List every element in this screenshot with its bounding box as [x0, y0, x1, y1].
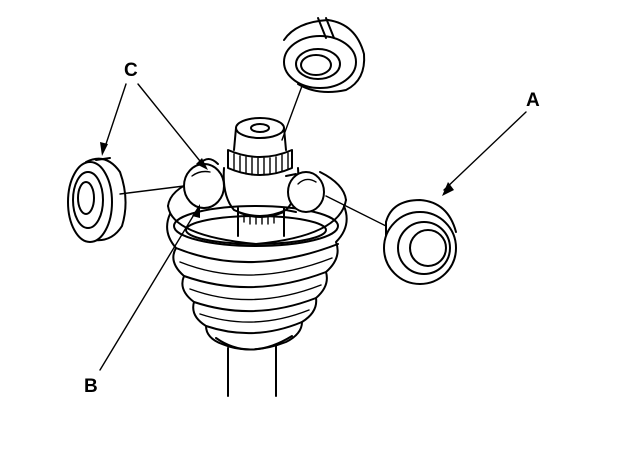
roller-top: [283, 17, 366, 93]
label-b: B: [84, 376, 98, 397]
boot: [166, 171, 348, 351]
callout-leaders: [99, 83, 527, 371]
label-a: A: [526, 90, 540, 111]
right-trunnion: [285, 171, 325, 213]
assembly-guide-lines: [119, 85, 387, 227]
label-c: C: [124, 60, 138, 81]
roller-right: [383, 199, 457, 285]
roller-left: [67, 157, 127, 243]
